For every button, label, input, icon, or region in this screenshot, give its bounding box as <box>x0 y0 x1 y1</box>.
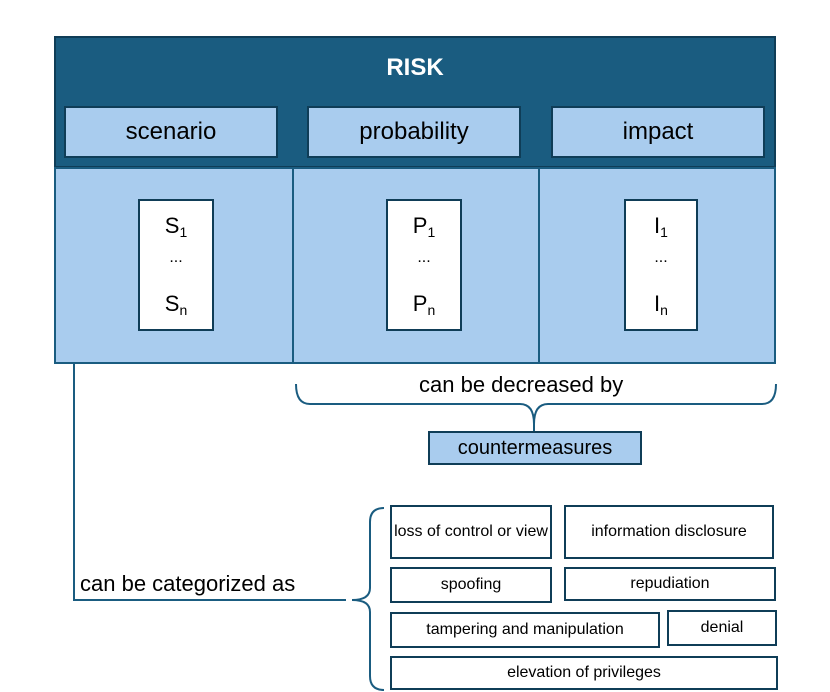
probability-ellipsis: ... <box>417 249 431 266</box>
category-tampering: tampering and manipulation <box>390 612 660 648</box>
category-elevation-of-privileges: elevation of privileges <box>390 656 778 690</box>
category-information-disclosure: information disclosure <box>564 505 774 559</box>
impact-first-sub: 1 <box>660 224 668 240</box>
scenario-ellipsis: ... <box>169 249 183 266</box>
category-denial: denial <box>667 610 777 646</box>
category-repudiation: repudiation <box>564 567 776 601</box>
probability-last: P <box>412 291 428 316</box>
impact-ellipsis: ... <box>654 249 668 266</box>
category-spoofing: spoofing <box>390 567 552 603</box>
scenario-last-sub: n <box>179 302 188 318</box>
probability-first-sub: 1 <box>427 224 436 240</box>
probability-header: probability <box>307 106 521 158</box>
impact-first: I <box>654 213 661 238</box>
probability-values-box: P1 ... Pn <box>386 199 462 331</box>
scenario-last: S <box>164 291 180 316</box>
impact-values-box: I1 ... In <box>624 199 698 331</box>
decrease-label: can be decreased by <box>419 372 624 397</box>
scenario-header: scenario <box>64 106 278 158</box>
categorize-label: can be categorized as <box>80 571 296 596</box>
scenario-first-sub: 1 <box>179 224 188 240</box>
impact-last-sub: n <box>660 302 668 318</box>
impact-last: I <box>654 291 661 316</box>
scenario-first: S <box>164 213 180 238</box>
probability-last-sub: n <box>427 302 436 318</box>
scenario-categorize-line <box>73 364 346 601</box>
impact-header: impact <box>551 106 765 158</box>
countermeasures-box: countermeasures <box>428 431 642 465</box>
scenario-values-box: S1 ... Sn <box>138 199 214 331</box>
probability-first: P <box>412 213 428 238</box>
categories-brace <box>351 507 385 691</box>
risk-title: RISK <box>386 54 444 81</box>
category-loss-of-control: loss of control or view <box>390 505 552 559</box>
